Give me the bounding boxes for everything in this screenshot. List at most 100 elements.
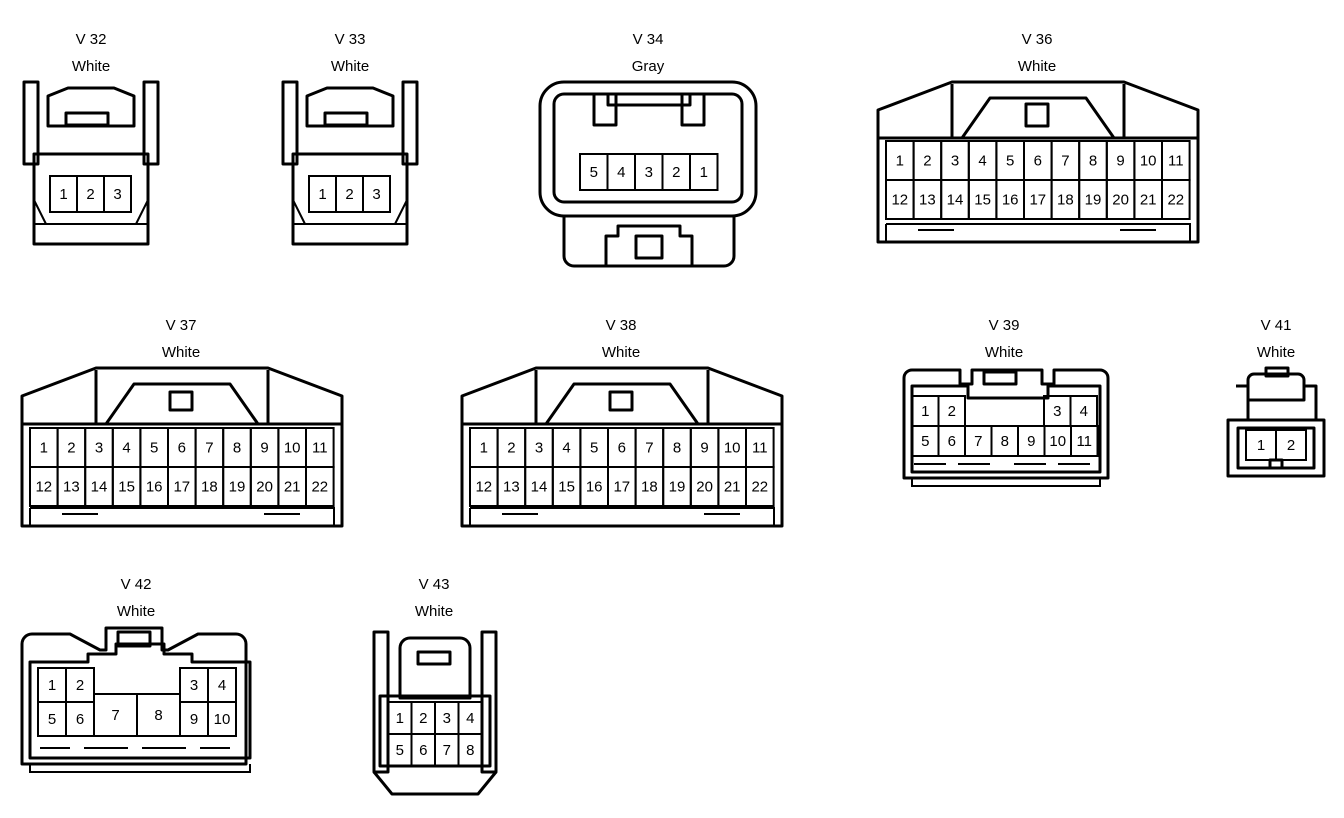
connector-color-v42: White — [116, 603, 156, 620]
pin-label-v36-11: 11 — [1168, 153, 1184, 170]
pin-label-v33-3: 3 — [372, 186, 380, 203]
pin-label-v37-4: 4 — [122, 440, 130, 457]
pin-label-v37-1: 1 — [40, 440, 48, 457]
pin-label-v38-6: 6 — [618, 440, 626, 457]
pin-label-v38-14: 14 — [531, 479, 548, 496]
pin-label-v36-14: 14 — [947, 192, 964, 209]
pin-label-v42-10: 10 — [214, 711, 231, 728]
pin-label-v39-10: 10 — [1049, 433, 1066, 450]
pin-label-v37-8: 8 — [233, 440, 241, 457]
pin-label-v37-11: 11 — [312, 440, 328, 457]
pin-label-v37-6: 6 — [178, 440, 186, 457]
pin-label-v39-3: 3 — [1053, 403, 1061, 420]
pin-label-v42-6: 6 — [76, 711, 84, 728]
connector-color-v43: White — [414, 603, 454, 620]
connector-v33 — [281, 80, 419, 246]
connector-v32 — [22, 80, 160, 246]
pin-label-v38-15: 15 — [558, 479, 575, 496]
pin-label-v38-21: 21 — [724, 479, 741, 496]
connector-v42 — [20, 626, 252, 773]
pin-label-v38-8: 8 — [673, 440, 681, 457]
pin-label-v38-9: 9 — [700, 440, 708, 457]
pin-label-v37-16: 16 — [146, 479, 163, 496]
pin-label-v37-13: 13 — [63, 479, 80, 496]
pin-cell-v37-22 — [305, 466, 335, 507]
pin-label-v36-13: 13 — [919, 192, 936, 209]
pin-label-v39-6: 6 — [948, 433, 956, 450]
pin-label-v39-2: 2 — [948, 403, 956, 420]
pin-label-v37-7: 7 — [205, 440, 213, 457]
pin-label-v42-1: 1 — [48, 677, 56, 694]
pin-label-v36-19: 19 — [1085, 192, 1102, 209]
connector-label-v34: V 34 — [632, 31, 664, 48]
pin-label-v36-15: 15 — [974, 192, 991, 209]
pin-label-v43-3: 3 — [443, 710, 451, 727]
pin-label-v34-1: 1 — [700, 164, 708, 181]
pin-label-v42-3: 3 — [190, 677, 198, 694]
connector-v38 — [460, 366, 784, 528]
pin-label-v38-5: 5 — [590, 440, 598, 457]
pin-label-v34-3: 3 — [645, 164, 653, 181]
pin-label-v36-7: 7 — [1061, 153, 1069, 170]
pin-label-v33-2: 2 — [345, 186, 353, 203]
pin-label-v36-3: 3 — [951, 153, 959, 170]
pin-label-v42-4: 4 — [218, 677, 226, 694]
pin-label-v36-10: 10 — [1140, 153, 1157, 170]
pin-label-v37-18: 18 — [201, 479, 218, 496]
pin-label-v38-16: 16 — [586, 479, 603, 496]
pin-label-v36-6: 6 — [1034, 153, 1042, 170]
pin-label-v39-1: 1 — [921, 403, 929, 420]
pin-cell-v33-3 — [362, 175, 391, 213]
connector-color-v38: White — [601, 344, 641, 361]
pin-label-v36-8: 8 — [1089, 153, 1097, 170]
pin-label-v36-5: 5 — [1006, 153, 1014, 170]
pin-label-v42-2: 2 — [76, 677, 84, 694]
pin-label-v37-3: 3 — [95, 440, 103, 457]
connector-label-v33: V 33 — [334, 31, 366, 48]
pin-cell-v43-8 — [457, 733, 483, 767]
connector-label-v39: V 39 — [988, 317, 1020, 334]
connector-label-v43: V 43 — [418, 576, 450, 593]
connector-color-v32: White — [71, 58, 111, 75]
pin-label-v39-4: 4 — [1080, 403, 1088, 420]
connector-label-v41: V 41 — [1260, 317, 1292, 334]
connector-color-v39: White — [984, 344, 1024, 361]
pin-label-v36-21: 21 — [1140, 192, 1157, 209]
pin-label-v32-2: 2 — [86, 186, 94, 203]
pin-label-v38-1: 1 — [480, 440, 488, 457]
pin-cell-v41-2 — [1275, 429, 1307, 461]
pin-label-v38-2: 2 — [507, 440, 515, 457]
pin-label-v41-2: 2 — [1287, 437, 1295, 454]
pin-label-v42-5: 5 — [48, 711, 56, 728]
pin-label-v36-1: 1 — [896, 153, 904, 170]
pin-label-v41-1: 1 — [1257, 437, 1265, 454]
pin-label-v34-4: 4 — [617, 164, 625, 181]
pin-label-v36-22: 22 — [1167, 192, 1184, 209]
pin-cell-v42-10 — [207, 701, 237, 737]
pin-label-v37-17: 17 — [173, 479, 190, 496]
pin-label-v37-9: 9 — [260, 440, 268, 457]
pin-label-v39-8: 8 — [1001, 433, 1009, 450]
pin-label-v37-5: 5 — [150, 440, 158, 457]
pin-label-v38-12: 12 — [475, 479, 492, 496]
pin-label-v42-7: 7 — [111, 707, 119, 724]
pin-label-v36-17: 17 — [1029, 192, 1046, 209]
pin-label-v37-15: 15 — [118, 479, 135, 496]
pin-cell-v36-22 — [1161, 179, 1191, 220]
pin-cell-v34-1 — [689, 153, 719, 191]
pin-label-v37-19: 19 — [229, 479, 246, 496]
connector-v43 — [372, 630, 498, 796]
pin-label-v38-4: 4 — [562, 440, 570, 457]
pin-cell-v32-3 — [103, 175, 132, 213]
pin-label-v36-4: 4 — [978, 153, 986, 170]
pin-label-v32-3: 3 — [113, 186, 121, 203]
pin-label-v43-7: 7 — [443, 742, 451, 759]
